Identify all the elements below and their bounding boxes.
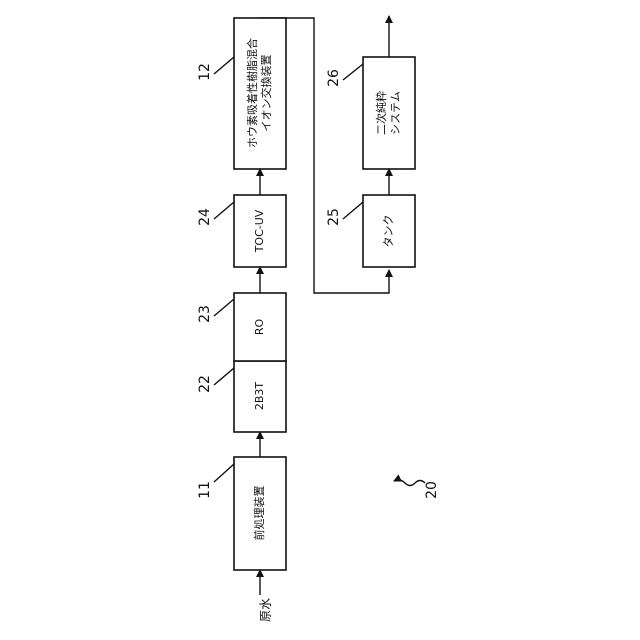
- pretreatment-label: 前処理装置: [252, 486, 266, 541]
- tocuv-ref: 24: [197, 208, 213, 226]
- secondary-system-label-line1: 二次純粋: [374, 91, 388, 135]
- secondary-system-label-line2: システム: [389, 91, 402, 135]
- tank-label: タンク: [382, 215, 395, 248]
- mixed-bed-ref: 12: [197, 63, 213, 81]
- mixed-bed-ref-leader: [214, 57, 234, 74]
- ro-unit: RO: [234, 293, 286, 361]
- 2b3t-unit: 2B3T: [234, 361, 286, 432]
- ro-ref: 23: [197, 305, 213, 323]
- 2b3t-label: 2B3T: [253, 382, 266, 411]
- tocuv-label: TOC-UV: [253, 209, 266, 253]
- tank-unit: タンク: [363, 195, 415, 267]
- ro-label: RO: [253, 319, 266, 336]
- mixed-bed-label-line2: イオン交換装置: [259, 55, 273, 132]
- pretreatment-ref-leader: [214, 464, 234, 482]
- tank-ref: 25: [326, 208, 342, 226]
- mixed-bed-unit: ホウ素吸着性樹脂混合 イオン交換装置: [234, 18, 286, 169]
- system-ref-leader: [394, 480, 425, 486]
- pretreatment-ref: 11: [197, 481, 213, 499]
- tocuv-unit: TOC-UV: [234, 195, 286, 267]
- system-ref: 20: [424, 481, 440, 499]
- secondary-system-ref-leader: [343, 64, 363, 80]
- tank-ref-leader: [343, 202, 363, 219]
- 2b3t-ref: 22: [197, 375, 213, 393]
- source-label: 原水: [259, 598, 273, 622]
- tocuv-ref-leader: [214, 202, 234, 219]
- secondary-system-ref: 26: [326, 69, 342, 87]
- 2b3t-ref-leader: [214, 368, 234, 385]
- mixed-bed-label-line1: ホウ素吸着性樹脂混合: [245, 38, 259, 148]
- ro-ref-leader: [214, 299, 234, 316]
- secondary-system-unit: 二次純粋 システム: [363, 57, 415, 169]
- pretreatment-unit: 前処理装置: [234, 457, 286, 570]
